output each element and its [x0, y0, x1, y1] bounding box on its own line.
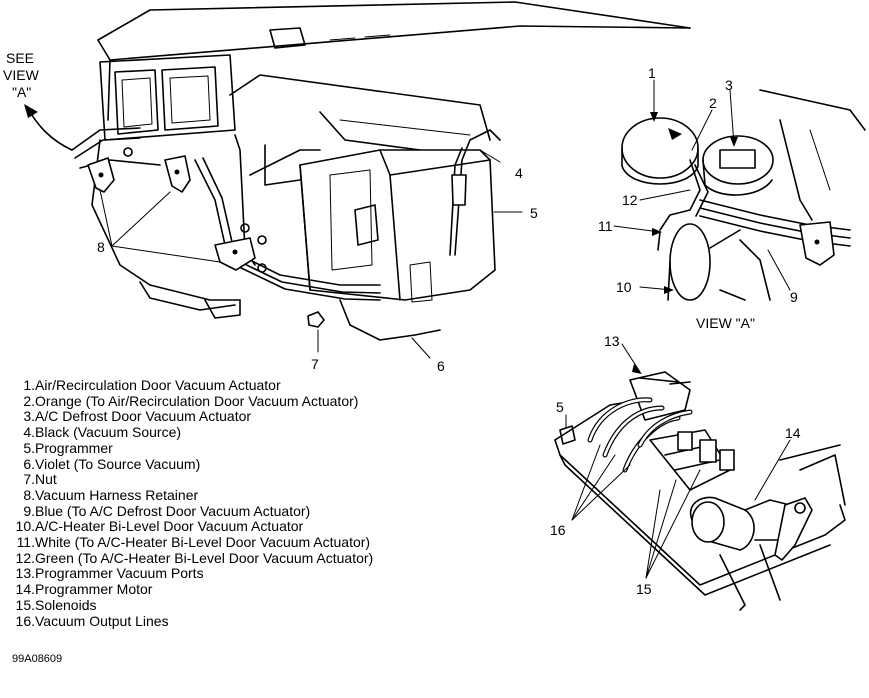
callout-4: 4	[515, 165, 523, 181]
legend-item: 13.Programmer Vacuum Ports	[15, 565, 204, 582]
callout-13: 13	[604, 333, 620, 349]
callout-5-detail: 5	[556, 399, 564, 415]
legend-item: 15.Solenoids	[15, 596, 97, 613]
see-view-line-3: "A"	[12, 84, 31, 100]
see-view-line-2: VIEW	[3, 67, 40, 83]
legend-item: 16.Vacuum Output Lines	[15, 612, 169, 629]
callout-1: 1	[648, 65, 656, 81]
see-view-line-1: SEE	[6, 50, 34, 66]
parts-legend: 1.Air/Recirculation Door Vacuum Actuator…	[10, 377, 374, 629]
callout-2: 2	[709, 95, 717, 111]
callout-12: 12	[622, 192, 638, 208]
legend-item: 9.Blue (To A/C Defrost Door Vacuum Actua…	[23, 502, 311, 519]
callout-16: 16	[550, 522, 566, 538]
legend-item: 7.Nut	[23, 471, 57, 488]
legend-item: 5.Programmer	[23, 439, 113, 456]
callout-5-main: 5	[530, 205, 538, 221]
legend-item: 4.Black (Vacuum Source)	[23, 424, 182, 441]
callout-8: 8	[97, 239, 105, 255]
legend-item: 2.Orange (To Air/Recirculation Door Vacu…	[23, 392, 359, 409]
legend-item: 14.Programmer Motor	[15, 581, 153, 598]
legend-item: 1.Air/Recirculation Door Vacuum Actuator	[23, 377, 281, 393]
main-assembly-drawing	[24, 1, 691, 359]
legend-item: 6.Violet (To Source Vacuum)	[23, 455, 201, 472]
callout-9: 9	[790, 289, 798, 305]
legend-item: 8.Vacuum Harness Retainer	[23, 486, 199, 503]
callout-6: 6	[437, 358, 445, 374]
legend-item: 11.White (To A/C-Heater Bi-Level Door Va…	[16, 534, 371, 551]
view-a-drawing	[613, 79, 866, 301]
callout-3: 3	[725, 77, 733, 93]
view-a-title: VIEW "A"	[696, 315, 755, 331]
legend-item: 10.A/C-Heater Bi-Level Door Vacuum Actua…	[15, 518, 304, 535]
callout-11: 11	[598, 218, 613, 234]
callout-14: 14	[785, 425, 801, 441]
callout-15: 15	[636, 581, 652, 597]
figure-id: 99A08609	[12, 653, 63, 665]
callout-7: 7	[311, 356, 319, 372]
legend-item: 12.Green (To A/C-Heater Bi-Level Door Va…	[15, 549, 374, 566]
callout-10: 10	[616, 279, 632, 295]
legend-item: 3.A/C Defrost Door Vacuum Actuator	[23, 408, 252, 425]
programmer-detail-drawing	[554, 343, 846, 611]
